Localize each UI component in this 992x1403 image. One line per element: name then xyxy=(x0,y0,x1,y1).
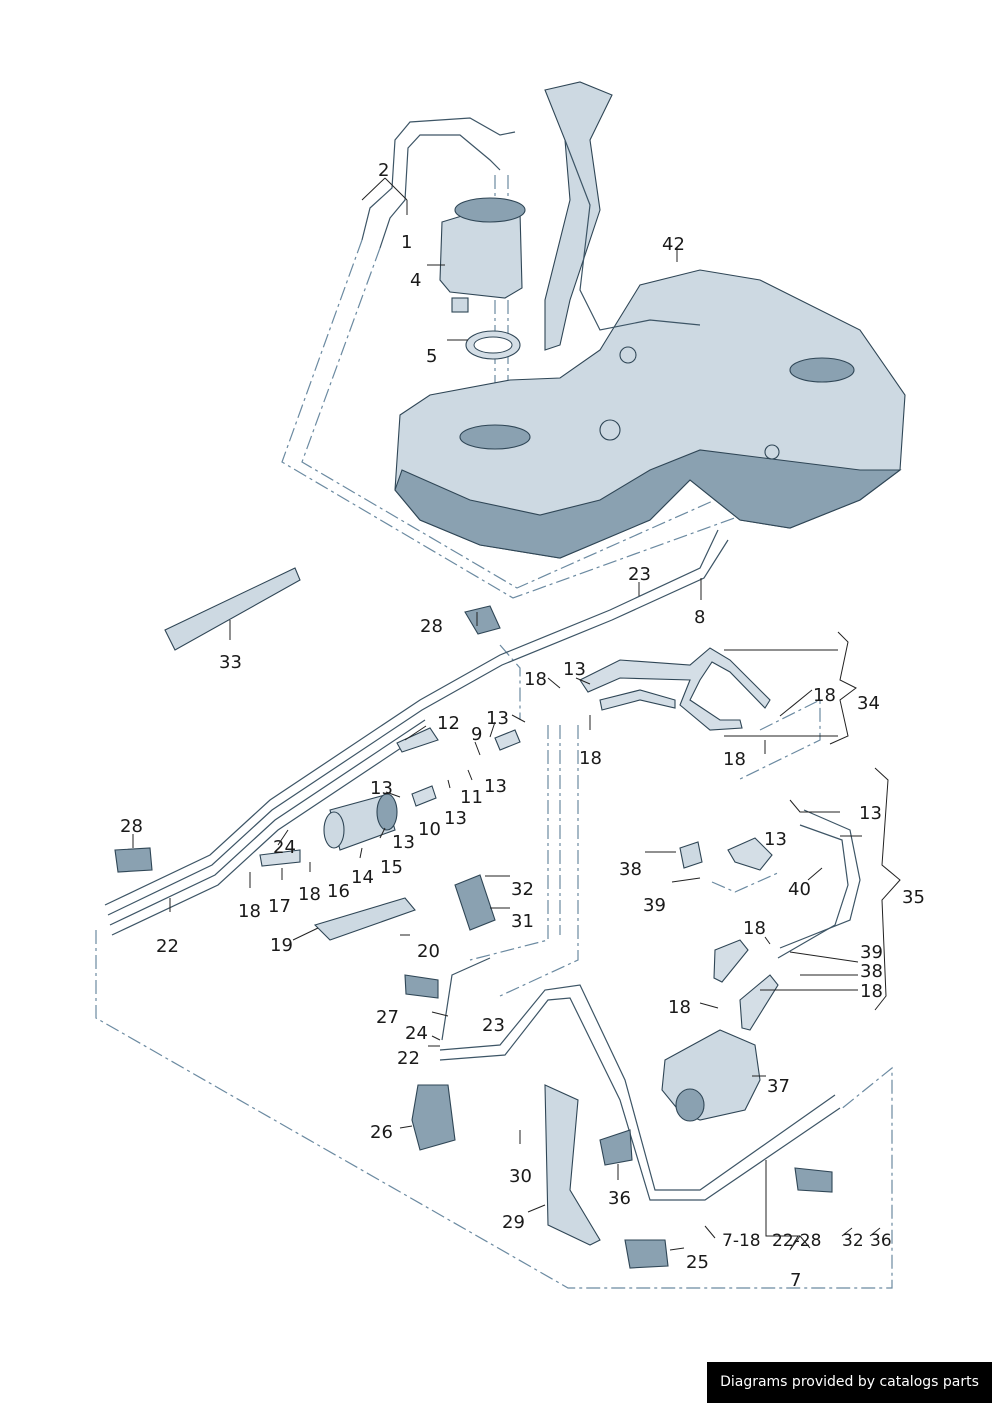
callout-label: 1 xyxy=(401,232,412,253)
callout-label: 19 xyxy=(270,935,293,956)
callout-label: 34 xyxy=(857,693,880,714)
callout-label: 18 xyxy=(813,685,836,706)
callout-label: 42 xyxy=(662,234,685,255)
high-pressure-pump xyxy=(661,1029,761,1122)
callout-label: 20 xyxy=(417,941,440,962)
callout-label: 38 xyxy=(860,961,883,982)
callout-label: 18 xyxy=(723,749,746,770)
callout-label: 36 xyxy=(870,1231,892,1251)
fuel-pump-assembly xyxy=(361,117,526,360)
callout-label: 13 xyxy=(859,803,882,824)
callout-label: 7-18 xyxy=(722,1231,761,1251)
callout-label: 25 xyxy=(686,1252,709,1273)
callout-label: 13 xyxy=(370,778,393,799)
callout-label: 11 xyxy=(460,787,483,808)
callout-label: 18 xyxy=(579,748,602,769)
callout-label: 18 xyxy=(860,981,883,1002)
callout-label: 33 xyxy=(219,652,242,673)
callout-label: 28 xyxy=(420,616,443,637)
callout-label: 12 xyxy=(437,713,460,734)
callout-label: 22 xyxy=(397,1048,420,1069)
callout-label: 18 xyxy=(668,997,691,1018)
callout-label: 18 xyxy=(743,918,766,939)
callout-label: 22 xyxy=(156,936,179,957)
callout-label: 4 xyxy=(410,270,421,291)
callout-label: 13 xyxy=(444,808,467,829)
callout-label: 24 xyxy=(273,837,296,858)
callout-label: 28 xyxy=(120,816,143,837)
callout-label: 18 xyxy=(524,669,547,690)
callout-label: 13 xyxy=(764,829,787,850)
callout-label: 13 xyxy=(486,708,509,729)
callout-label: 5 xyxy=(426,346,437,367)
callout-label: 7 xyxy=(790,1270,801,1291)
callout-label: 29 xyxy=(502,1212,525,1233)
callout-label: 30 xyxy=(509,1166,532,1187)
callout-label: 8 xyxy=(694,607,705,628)
callout-labels: 2 1 4 5 42 23 8 33 28 18 13 18 18 34 18 … xyxy=(120,160,925,1291)
assembly-outline-lines xyxy=(95,175,893,1289)
callout-label: 37 xyxy=(767,1076,790,1097)
callout-label: 9 xyxy=(471,724,482,745)
callout-label: 13 xyxy=(392,832,415,853)
callout-label: 27 xyxy=(376,1007,399,1028)
callout-label: 39 xyxy=(860,942,883,963)
callout-label: 32 xyxy=(842,1231,864,1251)
callout-label: 18 xyxy=(298,884,321,905)
callout-label: 17 xyxy=(268,896,291,917)
callout-label: 35 xyxy=(902,887,925,908)
callout-label: 16 xyxy=(327,881,350,902)
callout-label: 10 xyxy=(418,819,441,840)
callout-label: 23 xyxy=(628,564,651,585)
callout-label: 13 xyxy=(484,776,507,797)
callout-label: 23 xyxy=(482,1015,505,1036)
leader-lines xyxy=(132,177,901,1251)
callout-label: 13 xyxy=(563,659,586,680)
callout-label: 38 xyxy=(619,859,642,880)
fuel-tank xyxy=(394,81,906,559)
fuel-filter xyxy=(259,727,521,867)
callout-label: 22-28 xyxy=(772,1231,821,1251)
callout-label: 26 xyxy=(370,1122,393,1143)
callout-label: 39 xyxy=(643,895,666,916)
callout-label: 15 xyxy=(380,857,403,878)
callout-label: 14 xyxy=(351,867,374,888)
callout-label: 24 xyxy=(405,1023,428,1044)
fuel-lines xyxy=(104,529,861,1201)
catalog-credit-banner: Diagrams provided by catalogs parts xyxy=(707,1362,992,1403)
small-parts xyxy=(114,567,833,1269)
callout-label: 36 xyxy=(608,1188,631,1209)
vent-hoses xyxy=(579,647,771,731)
callout-label: 32 xyxy=(511,879,534,900)
callout-label: 18 xyxy=(238,901,261,922)
callout-label: 31 xyxy=(511,911,534,932)
callout-label: 2 xyxy=(378,160,389,181)
callout-label: 40 xyxy=(788,879,811,900)
